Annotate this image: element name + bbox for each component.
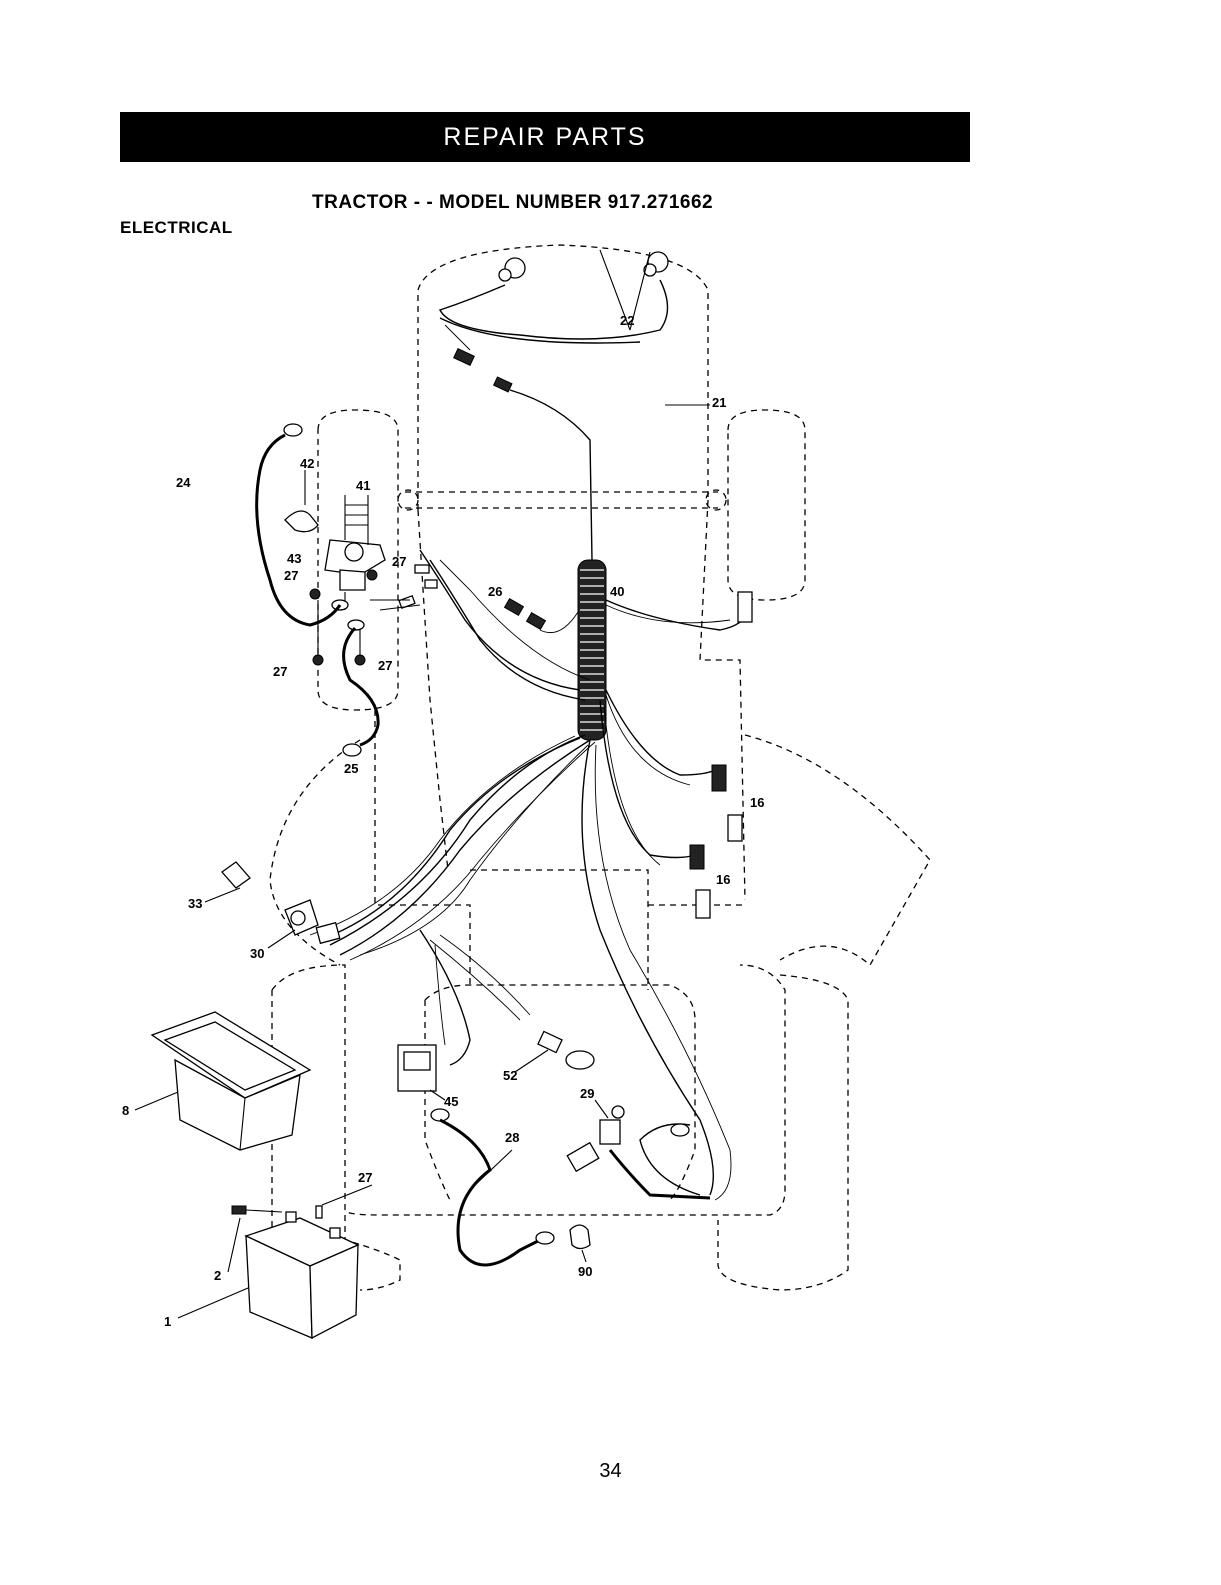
fuse-26b	[527, 613, 546, 630]
callout-45: 45	[444, 1094, 458, 1109]
solenoid-assembly	[257, 424, 437, 756]
switch-16a	[728, 815, 742, 841]
nut-27a	[310, 589, 320, 599]
callout-2: 2	[214, 1268, 221, 1283]
page-number: 34	[0, 1460, 1221, 1483]
callout-16-upper: 16	[750, 795, 764, 810]
rear-right-wheel	[718, 975, 848, 1290]
callout-8: 8	[122, 1103, 129, 1118]
front-right-wheel	[728, 410, 805, 600]
callout-28: 28	[505, 1130, 519, 1145]
callout-52: 52	[503, 1068, 517, 1083]
callout-29: 29	[580, 1086, 594, 1101]
front-axle-outline	[405, 492, 718, 508]
solenoid-body	[340, 570, 365, 590]
nut-27e	[316, 1206, 322, 1218]
cable-28-end	[536, 1232, 554, 1244]
hood-outline	[418, 245, 708, 510]
callout-1: 1	[164, 1314, 171, 1329]
connector-right	[738, 592, 752, 622]
plug-52-loop	[566, 1051, 594, 1069]
plug-52	[538, 1031, 562, 1052]
callout-42: 42	[300, 456, 314, 471]
callout-90: 90	[578, 1264, 592, 1279]
switch-29	[600, 1120, 620, 1144]
callouts: 22 21 24 42 41 43 27 27 27 27 26 40 25 1…	[122, 313, 764, 1329]
rear-components	[398, 1031, 689, 1265]
callout-26: 26	[488, 584, 502, 599]
headlight-harness	[440, 250, 710, 560]
battery	[178, 1185, 372, 1338]
boot-42	[285, 511, 318, 532]
connector-16-lower	[690, 845, 704, 869]
callout-33: 33	[188, 896, 202, 911]
cable-24-ring	[284, 424, 302, 436]
fuse-26a	[505, 599, 524, 616]
callout-24: 24	[176, 475, 191, 490]
callout-16-lower: 16	[716, 872, 730, 887]
key-33	[222, 862, 250, 888]
ignition-area	[205, 862, 340, 948]
callout-27-battery: 27	[358, 1170, 372, 1185]
headlight-left-socket	[499, 269, 511, 281]
callout-40: 40	[610, 584, 624, 599]
harness-plug-b	[494, 377, 512, 392]
nut-27c	[313, 655, 323, 665]
callout-25: 25	[344, 761, 358, 776]
axle-end-right	[706, 490, 726, 510]
battery-terminal-neg	[286, 1212, 296, 1222]
callout-41: 41	[356, 478, 370, 493]
battery-terminal-pos	[330, 1228, 340, 1238]
ignition-plug	[316, 923, 339, 944]
callout-43: 43	[287, 551, 301, 566]
callout-27-lower-right: 27	[378, 658, 392, 673]
callout-22: 22	[620, 313, 634, 328]
axle-end-left	[398, 490, 418, 510]
callout-27-left: 27	[284, 568, 298, 583]
battery-box	[135, 1012, 310, 1150]
cable-28-ring	[431, 1109, 449, 1121]
harness-plug-a	[454, 349, 475, 366]
connector-16-upper	[712, 765, 726, 791]
seat-switch-plug	[567, 1143, 599, 1172]
callout-30: 30	[250, 946, 264, 961]
deck-right-outline	[745, 735, 930, 965]
rear-body-outline	[272, 965, 785, 1215]
callout-27-right: 27	[392, 554, 406, 569]
switch-16b	[696, 890, 710, 918]
callout-27-lower-left: 27	[273, 664, 287, 679]
callout-21: 21	[712, 395, 726, 410]
bolt-2	[232, 1206, 246, 1214]
boot-90	[570, 1225, 590, 1249]
main-harness	[310, 550, 752, 1200]
nut-27d	[355, 655, 365, 665]
nut-27b	[367, 570, 377, 580]
cable-25-ring	[343, 744, 361, 756]
